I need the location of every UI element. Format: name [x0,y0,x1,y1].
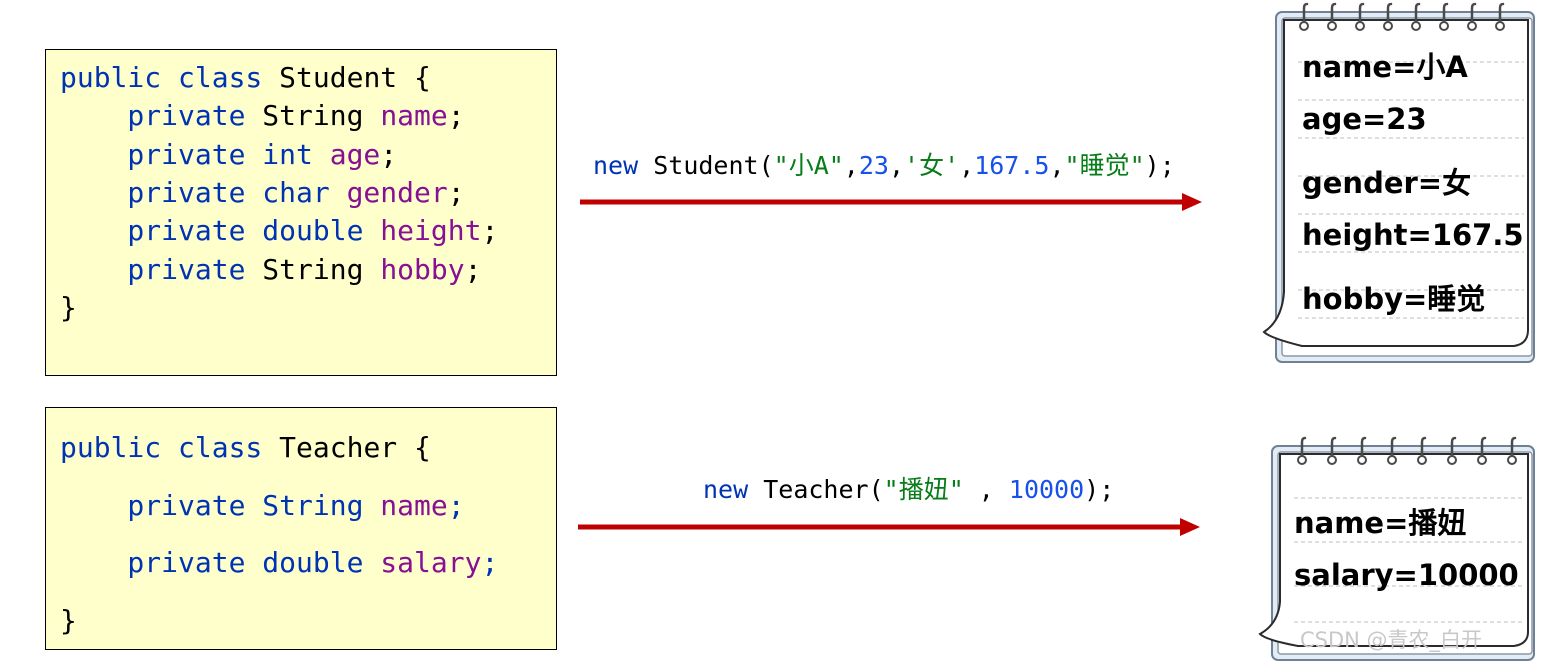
code-token: ; [380,138,398,171]
code-token: height [380,214,482,247]
code-token: , [1049,151,1065,180]
object-field: salary=10000 [1294,558,1519,592]
code-token: ; [447,99,465,132]
code-token: String [262,253,381,286]
code-token: String [262,99,381,132]
code-line: private double height; [60,214,498,248]
object-field: name=小A [1302,50,1468,84]
object-field: hobby=睡觉 [1302,282,1486,316]
code-token: ; [481,214,499,247]
code-token: '女' [904,151,960,180]
code-token: private [60,99,263,132]
code-token: private int [60,138,330,171]
code-token: salary [380,546,482,579]
code-token: ; [481,546,499,579]
teacher-arrow [578,518,1200,536]
code-token: private char [60,176,347,209]
student-constructor-call: new Student("小A",23,'女',167.5,"睡觉"); [593,146,1175,182]
code-token: ; [447,489,465,522]
code-token: ); [1144,151,1175,180]
code-line: public class Student { [60,61,431,95]
student-class-code: public class Student { private String na… [45,49,557,376]
student-object-notepad-icon [1262,2,1535,363]
code-token: 23 [858,151,889,180]
code-token: Student( [653,151,774,180]
code-token: gender [346,176,448,209]
code-token: new [593,151,654,180]
code-line: private String name; [60,99,465,133]
code-token: "播妞" [883,475,964,504]
code-token: private String [60,489,381,522]
code-token: name [380,99,448,132]
code-token: 167.5 [974,151,1050,180]
code-token: ); [1084,475,1115,504]
teacher-object-notepad-icon [1258,436,1535,661]
code-line: private double salary; [60,546,498,580]
code-token: "小A" [773,151,844,180]
code-token: Teacher { [279,431,431,464]
object-field: gender=女 [1302,166,1472,200]
code-token: } [60,291,77,324]
code-line: public class Teacher { [60,431,431,465]
teacher-constructor-call: new Teacher("播妞" , 10000); [703,470,1114,506]
code-line: } [60,291,77,325]
code-token: Student { [279,61,431,94]
code-token: } [60,604,77,637]
object-field: height=167.5 [1302,218,1524,252]
code-token: , [963,475,1009,504]
code-token: Teacher( [763,475,884,504]
code-line: private char gender; [60,176,465,210]
code-token: ; [447,176,465,209]
code-line: } [60,604,77,638]
object-field: name=播妞 [1294,506,1467,540]
code-token: private [60,253,263,286]
code-token: ; [464,253,482,286]
code-token: name [380,489,448,522]
code-token: private double [60,214,381,247]
code-token: "睡觉" [1064,151,1145,180]
code-token: hobby [380,253,465,286]
code-token: private double [60,546,381,579]
code-line: private int age; [60,138,397,172]
watermark: CSDN @青农_白开 [1300,628,1483,652]
code-line: private String name; [60,489,465,523]
code-token: age [329,138,381,171]
code-token: , [888,151,905,180]
code-token: public class [60,61,280,94]
code-token: public class [60,431,280,464]
object-field: age=23 [1302,102,1427,136]
code-token: new [703,475,764,504]
code-line: private String hobby; [60,253,481,287]
code-token: 10000 [1008,475,1085,504]
student-arrow [580,193,1202,211]
teacher-class-code: public class Teacher { private String na… [45,407,557,650]
code-token: , [843,151,859,180]
code-token: , [959,151,975,180]
